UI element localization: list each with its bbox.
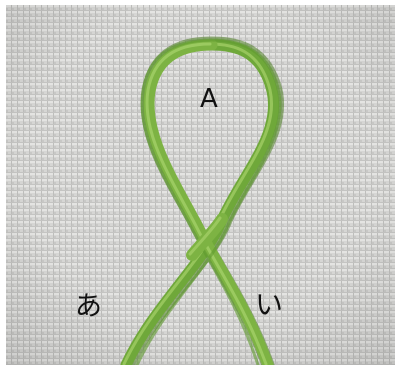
photo-knot-diagram <box>6 5 395 365</box>
label-strand-a: あ <box>75 293 102 320</box>
label-loop-a: A <box>200 86 218 112</box>
label-strand-i: い <box>255 291 283 319</box>
